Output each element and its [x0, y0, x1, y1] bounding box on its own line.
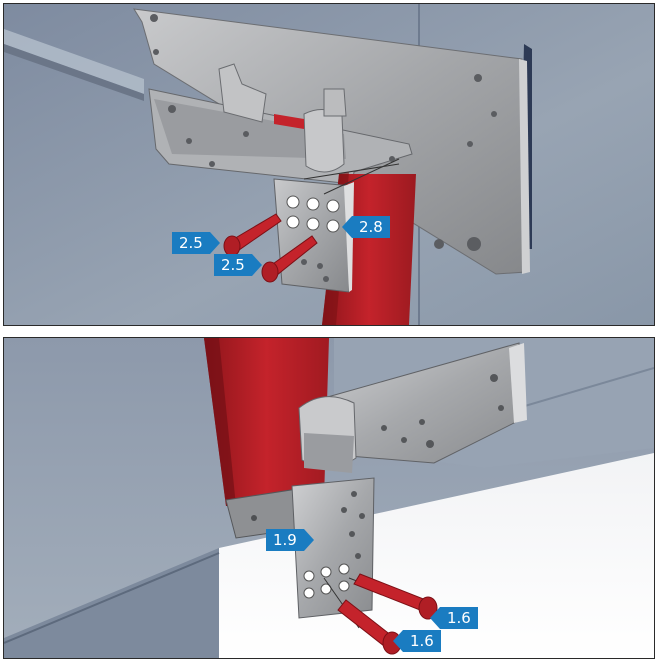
frame-edge-shadow: [4, 44, 144, 101]
callout-pointer: [251, 254, 262, 276]
callout-pointer: [342, 216, 352, 238]
callout-pointer: [303, 529, 314, 551]
callout-label: 1.6: [403, 630, 441, 652]
callout-label: 1.9: [266, 529, 304, 551]
hinge-knuckle: [303, 109, 345, 173]
top-illustration-panel: [3, 3, 655, 326]
pin-guide: [323, 158, 400, 195]
hinge-bracket: [218, 63, 267, 123]
wall-edge: [4, 552, 220, 644]
callout-pointer: [430, 607, 440, 629]
hinge-plate-holes: [168, 105, 395, 167]
frame-edge: [4, 29, 144, 94]
callout-pointer: [393, 630, 403, 652]
hinge-plate-edge: [509, 343, 527, 423]
rivet-lower: [261, 235, 318, 283]
top-hinge-drawing: [4, 4, 654, 325]
bottom-illustration-panel: [3, 337, 655, 659]
bottom-hinge-drawing: [4, 338, 654, 658]
mount-plate-small-holes: [301, 259, 329, 282]
mount-plate-lower-holes: [303, 563, 350, 599]
hinge-plate-holes: [381, 374, 504, 448]
mount-plate: [291, 477, 375, 619]
hinge-plate-face: [154, 99, 346, 159]
callout-label: 1.6: [440, 607, 478, 629]
mount-plate-holes: [286, 195, 340, 233]
hinge-tab: [323, 88, 347, 117]
callout-1-9: 1.9: [266, 529, 314, 551]
red-post: [204, 338, 329, 506]
callout-1-6-lower: 1.6: [393, 630, 441, 652]
callout-pointer: [209, 232, 220, 254]
callout-2-8: 2.8: [342, 216, 390, 238]
rivet-upper: [223, 213, 282, 257]
back-plate-holes: [150, 14, 497, 251]
callout-label: 2.5: [214, 254, 252, 276]
base-hole: [251, 515, 257, 521]
red-clip: [274, 114, 304, 129]
callout-1-6-upper: 1.6: [430, 607, 478, 629]
mount-plate-holes: [341, 491, 365, 559]
callout-label: 2.8: [352, 216, 390, 238]
callout-2-5-lower: 2.5: [214, 254, 262, 276]
red-post-shadow: [204, 338, 236, 506]
mount-plate: [273, 178, 353, 293]
callout-2-5-upper: 2.5: [172, 232, 220, 254]
back-plate-edge: [519, 59, 530, 274]
callout-label: 2.5: [172, 232, 210, 254]
hinge-knuckle-lower: [304, 433, 354, 473]
